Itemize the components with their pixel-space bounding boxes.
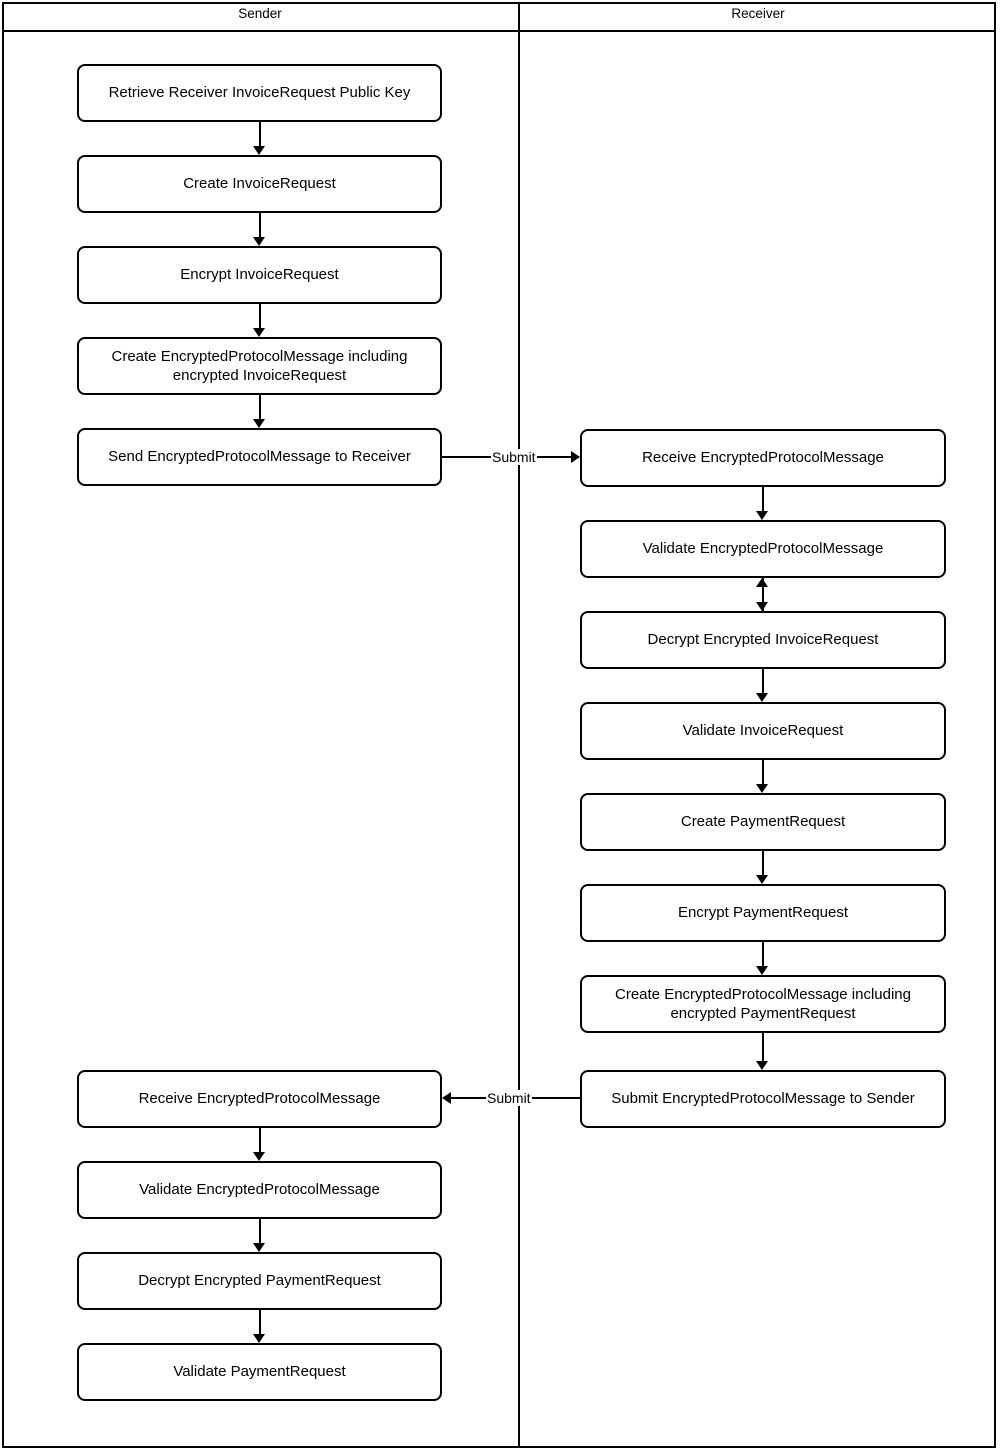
arrowhead-s1-s2: [253, 146, 265, 155]
connector-s6-s7: [259, 1128, 261, 1152]
connector-r6-r7: [762, 942, 764, 966]
connector-s8-s9: [259, 1310, 261, 1334]
arrowhead-s7-s8: [253, 1243, 265, 1252]
edge-label-submit-to-receiver: Submit: [491, 449, 537, 465]
node-send-epm-to-receiver[interactable]: Send EncryptedProtocolMessage to Receive…: [77, 428, 442, 486]
arrowhead-r2-to-r3: [756, 602, 768, 611]
arrowhead-s4-s5: [253, 419, 265, 428]
node-validate-invoicerequest[interactable]: Validate InvoiceRequest: [580, 702, 946, 760]
node-encrypt-invoicerequest[interactable]: Encrypt InvoiceRequest: [77, 246, 442, 304]
arrowhead-s3-s4: [253, 328, 265, 337]
connector-r1-r2: [762, 487, 764, 511]
edge-label-submit-to-sender: Submit: [486, 1090, 532, 1106]
arrowhead-r6-r7: [756, 966, 768, 975]
connector-r2-r3-bidirectional: [762, 578, 764, 611]
lane-title-sender: Sender: [238, 6, 282, 21]
arrowhead-r3-r4: [756, 693, 768, 702]
connector-r7-r8: [762, 1033, 764, 1061]
node-retrieve-receiver-public-key[interactable]: Retrieve Receiver InvoiceRequest Public …: [77, 64, 442, 122]
arrowhead-r4-r5: [756, 784, 768, 793]
arrowhead-r5-r6: [756, 875, 768, 884]
connector-s7-s8: [259, 1219, 261, 1243]
arrowhead-submit-to-receiver: [571, 451, 580, 463]
lane-title-receiver: Receiver: [731, 6, 785, 21]
node-create-invoicerequest[interactable]: Create InvoiceRequest: [77, 155, 442, 213]
node-validate-epm-receiver[interactable]: Validate EncryptedProtocolMessage: [580, 520, 946, 578]
connector-r5-r6: [762, 851, 764, 875]
node-create-epm-paymentrequest[interactable]: Create EncryptedProtocolMessage includin…: [580, 975, 946, 1033]
node-receive-epm-receiver[interactable]: Receive EncryptedProtocolMessage: [580, 429, 946, 487]
arrowhead-s2-s3: [253, 237, 265, 246]
node-validate-paymentrequest[interactable]: Validate PaymentRequest: [77, 1343, 442, 1401]
arrowhead-r7-r8: [756, 1061, 768, 1070]
connector-s1-s2: [259, 122, 261, 146]
connector-r4-r5: [762, 760, 764, 784]
connector-s2-s3: [259, 213, 261, 237]
node-decrypt-encrypted-invoicerequest[interactable]: Decrypt Encrypted InvoiceRequest: [580, 611, 946, 669]
arrowhead-s6-s7: [253, 1152, 265, 1161]
node-encrypt-paymentrequest[interactable]: Encrypt PaymentRequest: [580, 884, 946, 942]
node-validate-epm-sender[interactable]: Validate EncryptedProtocolMessage: [77, 1161, 442, 1219]
node-receive-epm-sender[interactable]: Receive EncryptedProtocolMessage: [77, 1070, 442, 1128]
arrowhead-submit-to-sender: [442, 1092, 451, 1104]
node-create-epm-invoicerequest[interactable]: Create EncryptedProtocolMessage includin…: [77, 337, 442, 395]
node-decrypt-encrypted-paymentrequest[interactable]: Decrypt Encrypted PaymentRequest: [77, 1252, 442, 1310]
connector-s4-s5: [259, 395, 261, 419]
node-submit-epm-to-sender[interactable]: Submit EncryptedProtocolMessage to Sende…: [580, 1070, 946, 1128]
arrowhead-s8-s9: [253, 1334, 265, 1343]
lane-divider: [518, 2, 520, 1448]
lane-header-band: [2, 2, 996, 32]
connector-r3-r4: [762, 669, 764, 693]
arrowhead-r1-r2: [756, 511, 768, 520]
node-create-paymentrequest[interactable]: Create PaymentRequest: [580, 793, 946, 851]
connector-s3-s4: [259, 304, 261, 328]
arrowhead-r3-to-r2: [756, 578, 768, 587]
